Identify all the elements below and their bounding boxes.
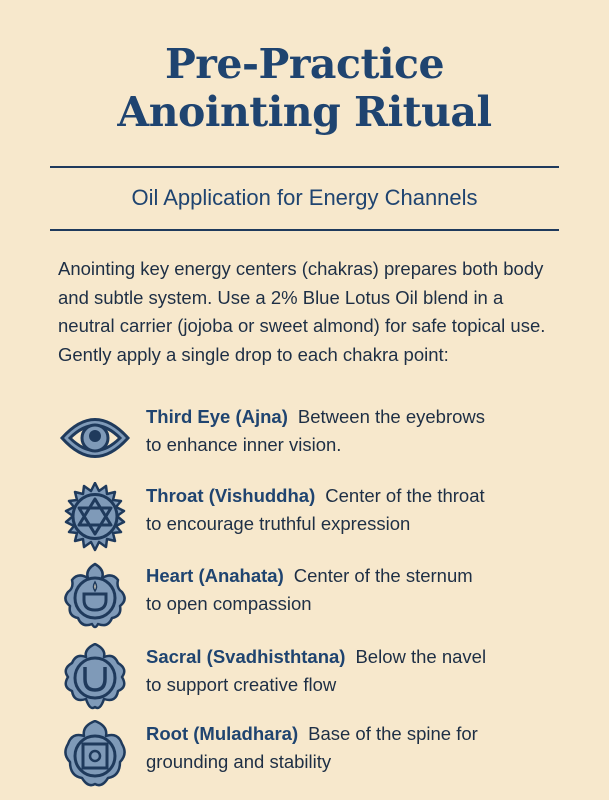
crescent-lotus-icon <box>58 642 132 713</box>
title-line-2: Anointing Ritual <box>117 88 492 136</box>
chakra-item-throat: Throat (Vishuddha) Center of the throat t… <box>58 481 578 552</box>
divider-bottom <box>50 229 559 231</box>
chakra-name: Throat (Vishuddha) <box>146 485 316 506</box>
chakra-purpose: to open compassion <box>146 593 312 614</box>
chakra-name: Third Eye (Ajna) <box>146 406 288 427</box>
chakra-location: Below the navel <box>355 646 487 667</box>
chakra-name: Root (Muladhara) <box>146 723 299 744</box>
chakra-location: Between the eyebrows <box>297 406 486 427</box>
chakra-name: Sacral (Svadhisthtana) <box>146 646 346 667</box>
chakra-location: Center of the sternum <box>293 565 473 586</box>
chakra-purpose: to support creative flow <box>146 674 337 695</box>
chakra-name: Heart (Anahata) <box>146 565 284 586</box>
intro-paragraph: Anointing key energy centers (chakras) p… <box>58 258 546 365</box>
title-line-1: Pre-Practice <box>164 40 445 88</box>
divider-top <box>50 166 559 168</box>
lamp-lotus-icon <box>58 562 132 632</box>
star-of-david-lotus-icon <box>58 481 132 552</box>
chakra-item-third-eye: Third Eye (Ajna) Between the eyebrows to … <box>58 403 578 473</box>
chakra-location: Center of the throat <box>325 485 485 506</box>
chakra-purpose: to enhance inner vision. <box>146 434 342 455</box>
chakra-item-heart: Heart (Anahata) Center of the sternum to … <box>58 562 578 632</box>
page-title: Pre-Practice Anointing Ritual <box>0 40 609 136</box>
chakra-purpose: to encourage truthful expression <box>146 513 411 534</box>
chakra-location: Base of the spine for <box>308 723 478 744</box>
subtitle: Oil Application for Energy Channels <box>131 185 478 210</box>
chakra-item-sacral: Sacral (Svadhisthtana) Below the navel to… <box>58 642 578 713</box>
chakra-item-root: Root (Muladhara) Base of the spine for gr… <box>58 719 578 790</box>
square-lotus-icon <box>58 719 132 790</box>
chakra-purpose: grounding and stability <box>146 751 332 772</box>
eye-icon <box>58 403 132 473</box>
